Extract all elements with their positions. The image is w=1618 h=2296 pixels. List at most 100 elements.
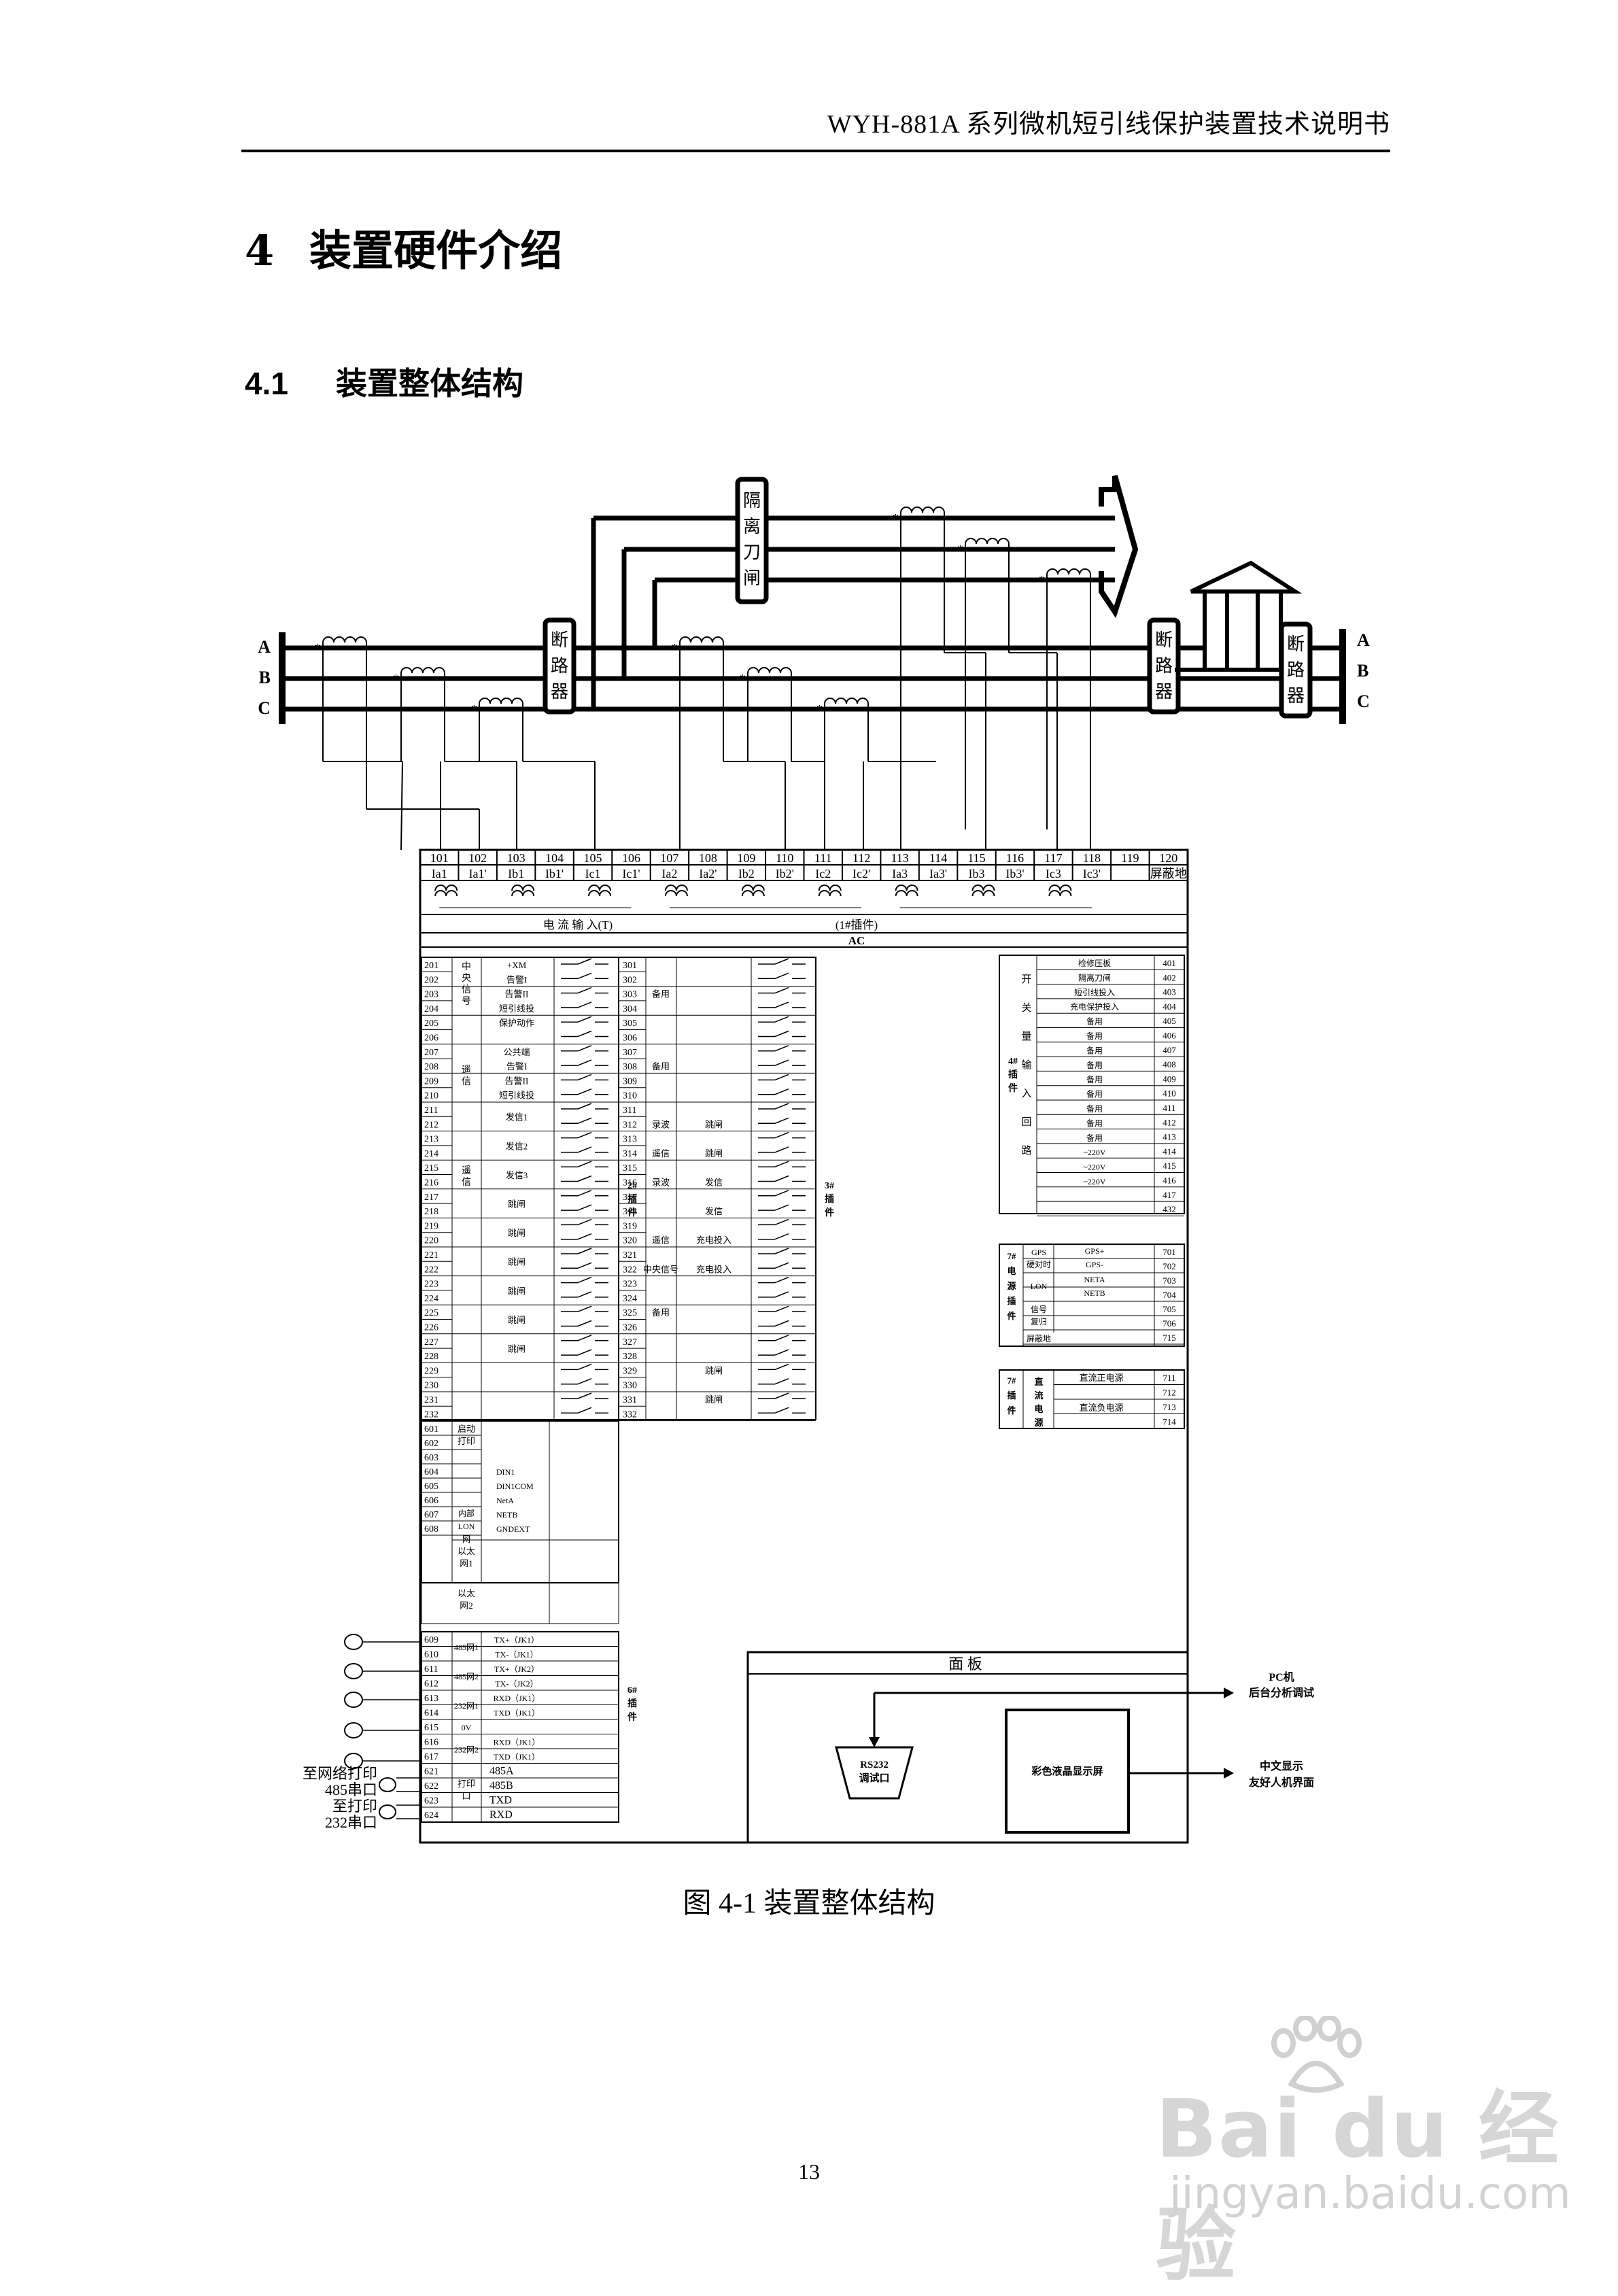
plugin-3-text: 备用 (652, 1307, 670, 1318)
contact (774, 1407, 789, 1413)
plugin-7a-number: 701 (1163, 1247, 1176, 1257)
plugin-6-text: 以太 (458, 1588, 475, 1598)
section-number: 4 (245, 226, 275, 275)
contact (774, 1030, 789, 1038)
ct-coil (965, 538, 1010, 545)
plugin-2-terminal: 228 (424, 1352, 438, 1362)
terminal-name: Ic2 (815, 867, 831, 880)
plugin-2-terminal: 206 (424, 1033, 438, 1044)
terminal-number: 119 (1121, 851, 1139, 865)
connector-icon (379, 1804, 396, 1819)
plugin-2-signal: 公共端 (503, 1047, 530, 1057)
plugin-2-group-label: 遥 (462, 1065, 471, 1076)
plugin-6-box-a (421, 1420, 619, 1583)
plugin-3-terminal: 301 (623, 961, 637, 971)
plugin-2-terminal: 219 (424, 1221, 438, 1231)
plugin-7a-item: GPS+ (1085, 1246, 1105, 1256)
plugin-4-number: 409 (1163, 1074, 1176, 1084)
terminal-number: 115 (967, 851, 985, 865)
plugin-7a-number: 702 (1163, 1261, 1176, 1271)
plugin-4-side-label: 回 (1021, 1116, 1031, 1128)
plugin-2-terminal: 203 (424, 990, 438, 1000)
plugin-6-text: 网1 (460, 1558, 473, 1569)
plugin-4-side-label: 输 (1021, 1059, 1031, 1071)
plugin-6-text: RXD (489, 1809, 513, 1821)
plugin-6-text: GNDEXT (496, 1524, 530, 1534)
plugin-7b-label: 插 (1007, 1390, 1016, 1401)
terminal-ct-coil (741, 885, 765, 891)
terminal-name: Ib1 (508, 867, 524, 880)
terminal-ct-coil (511, 885, 535, 891)
plugin-6-label: 插 (627, 1698, 637, 1709)
plugin-3-text: 发信 (705, 1178, 723, 1188)
breaker-label: 器 (551, 682, 568, 702)
isolator-label: 闸 (743, 568, 761, 588)
plugin-3-terminal: 330 (623, 1381, 637, 1391)
plugin-4-number: 417 (1163, 1190, 1176, 1200)
plugin-2-signal: 跳闸 (508, 1228, 526, 1238)
plugin-7b-label: 件 (1007, 1405, 1016, 1416)
plugin-3-text: 遥信 (652, 1235, 670, 1246)
plugin-3-terminal: 318 (623, 1207, 637, 1217)
terminal-ct-coil (664, 890, 688, 897)
terminal-number: 103 (507, 851, 526, 865)
plugin-6-text: 打印 (458, 1779, 475, 1789)
plugin-4-label: 件 (1008, 1082, 1018, 1094)
plugin-7b-side-label: 电 (1034, 1404, 1043, 1414)
plugin-6-text: 网 (462, 1535, 470, 1544)
plugin-6-terminal: 609 (424, 1635, 438, 1645)
plugin-2-terminal: 208 (424, 1062, 438, 1072)
contact (774, 1175, 789, 1182)
connector-icon (344, 1663, 363, 1679)
terminal-ct-coil (511, 890, 535, 897)
plugin-4-number: 408 (1163, 1059, 1176, 1069)
plugin-2-group-label: 央 (462, 973, 471, 984)
terminal-name: 屏蔽地 (1150, 867, 1187, 880)
plugin-2-terminal: 202 (424, 975, 438, 985)
plugin-7b-number: 714 (1163, 1417, 1176, 1427)
plugin-6-text: 232网2 (454, 1745, 479, 1754)
contact (774, 1089, 789, 1095)
ct-coil (322, 636, 367, 643)
terminal-name: Ia3 (892, 867, 908, 880)
terminal-number: 116 (1006, 851, 1024, 865)
phase-label-left: A (258, 637, 271, 657)
plugin-3-terminal: 331 (623, 1395, 637, 1405)
contact (577, 1262, 592, 1269)
plugin-3-terminal: 316 (623, 1178, 637, 1188)
rs232-label: RS232 (860, 1760, 889, 1770)
plugin-2-terminal: 205 (424, 1018, 438, 1029)
plugin-4-item: 备用 (1086, 1017, 1103, 1027)
terminal-ct-coil (588, 885, 612, 891)
plugin-4-item: 备用 (1086, 1104, 1103, 1114)
contact (774, 972, 789, 979)
plugin-2-group-label: 信 (462, 1177, 471, 1188)
plugin-4-number: 405 (1163, 1016, 1176, 1026)
rs232-label: 调试口 (859, 1772, 889, 1784)
ct-polarity-mark: * (471, 702, 477, 716)
breaker-label: 路 (551, 656, 568, 676)
plugin-4-number: 415 (1163, 1161, 1176, 1171)
external-label: 232串口 (325, 1814, 377, 1831)
plugin-6-terminal: 612 (424, 1679, 438, 1690)
terminal-ct-coil (818, 885, 842, 891)
plugin-6-terminal: 604 (424, 1467, 438, 1477)
plugin-3-terminal: 328 (623, 1352, 637, 1362)
plugin-7a-item: NETA (1084, 1275, 1105, 1284)
terminal-name: Ib2' (776, 867, 794, 880)
terminal-ct-coil (741, 890, 765, 897)
plugin-3-text: 跳闸 (705, 1148, 723, 1159)
plugin-6-terminal: 616 (424, 1738, 438, 1748)
plugin-7a-item: GPS- (1086, 1260, 1103, 1269)
plugin-2-terminal: 224 (424, 1294, 438, 1304)
plugin-7a-item: NETB (1084, 1288, 1105, 1298)
terminal-ct-coil (434, 885, 458, 891)
plugin-7a-item: 屏蔽地 (1027, 1334, 1051, 1343)
plugin-2-terminal: 222 (424, 1265, 438, 1275)
plugin-2-terminal: 210 (424, 1091, 438, 1101)
plugin-2-signal: 短引线投 (499, 1004, 534, 1014)
plugin-4-number: 416 (1163, 1176, 1176, 1186)
ct-polarity-mark: * (315, 641, 321, 655)
contact (774, 1074, 789, 1081)
